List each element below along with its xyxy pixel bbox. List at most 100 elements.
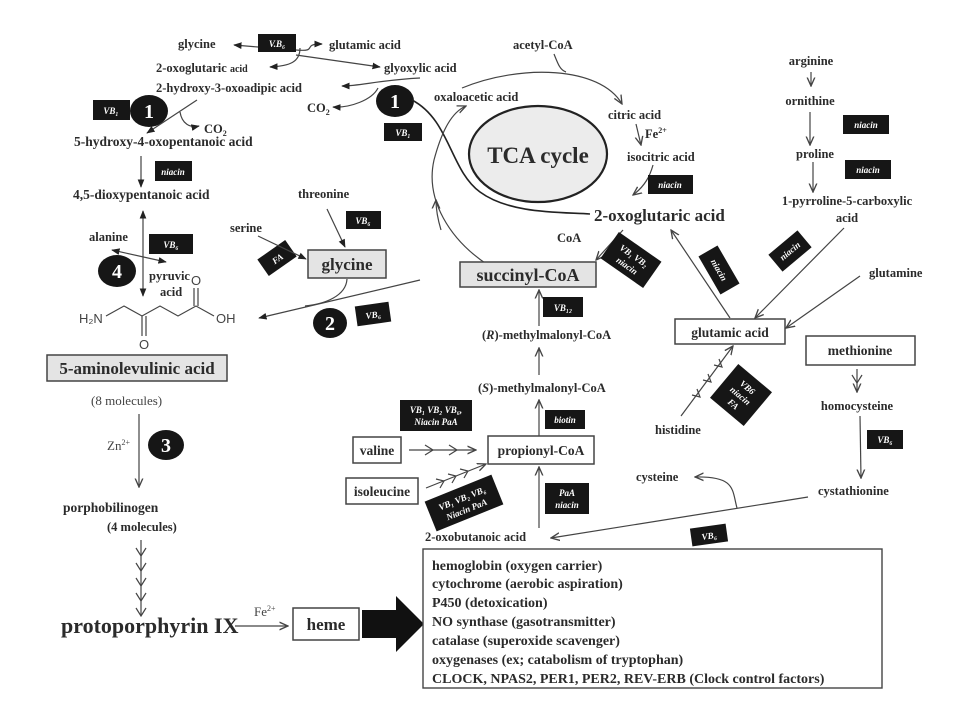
node-propionyl-coa: propionyl-CoA (498, 443, 585, 458)
cofactor-niacin-glu2: niacin (768, 230, 812, 272)
node-4-molecules: (4 molecules) (107, 520, 177, 534)
node-fe-heme: Fe2+ (254, 604, 276, 619)
cofactor-valine-label-2: Niacin PaA (413, 417, 457, 427)
cofactor-niacin-ornithine (843, 115, 889, 134)
arrow-citric-isocitric (636, 123, 641, 145)
cofactor-isoleucine: VB₁ VB₂ VB₆ Niacin PaA (424, 474, 504, 532)
cofactor-vb6-alanine-label: VB₆ (163, 240, 178, 250)
node-protoporphyrin-ix: protoporphyrin IX (61, 613, 239, 638)
node-succinyl-coa: succinyl-CoA (477, 265, 580, 285)
node-porphobilinogen: porphobilinogen (63, 500, 159, 515)
arrow-oxaloacetic-citric (461, 71, 622, 104)
node-homocysteine: homocysteine (821, 399, 894, 413)
cofactor-vb6-glycine: VB₆ (354, 301, 392, 327)
arrow-to-hydroxy-oxopentanoic (146, 99, 198, 134)
box-propionyl-coa (487, 435, 595, 465)
badge-4-label: 4 (112, 261, 122, 283)
cofactor-vb6-cystathionine-label: VB₆ (701, 530, 717, 542)
badge-1-mid-label: 1 (390, 91, 400, 113)
cofactor-fa-serine: FA (257, 240, 297, 276)
node-cysteine: cysteine (636, 470, 679, 484)
node-glycine-top: glycine (178, 37, 216, 51)
cofactor-biotin-label: biotin (554, 415, 576, 425)
ala-structure: H₂N OH O O (79, 273, 236, 352)
arrow-serine-glycine (257, 235, 307, 260)
arrow-homocysteine-cystathionine (860, 415, 861, 478)
cofactor-vb-succinyl: VB₁ VB₂ niacin (600, 231, 662, 289)
cofactor-valine (400, 400, 472, 431)
node-ornithine: ornithine (785, 94, 835, 108)
cofactor-vb1-mid (384, 123, 422, 141)
box-isoleucine (345, 477, 419, 505)
arrow-cystathionine-oxobutanoic (551, 496, 809, 538)
node-pyrroline-carboxylic-acid-1: 1-pyrroline-5-carboxylic (782, 194, 913, 208)
heme-functions-frame (422, 548, 883, 689)
box-valine (352, 436, 402, 464)
badge-2 (313, 308, 347, 338)
arrow-glycine-to-ala (304, 278, 348, 307)
badge-3-label: 3 (161, 435, 171, 457)
box-methionine (805, 335, 916, 366)
badge-1-left (130, 95, 168, 127)
badge-1-mid (376, 85, 414, 117)
node-alanine: alanine (89, 230, 128, 244)
node-citric-acid: citric acid (608, 108, 661, 122)
heme-function-item: cytochrome (aerobic aspiration) (432, 577, 623, 592)
arrow-succinyl-to-ala (258, 279, 421, 320)
node-threonine: threonine (298, 187, 350, 201)
ala-chain-bonds (105, 305, 215, 317)
cofactor-vb1-left-label: VB₁ (103, 106, 118, 116)
box-glycine (307, 249, 387, 279)
valine-multistep-heads (424, 444, 459, 456)
histidine-multistep-heads (691, 358, 723, 398)
amino-acid-feeds: arginine ornithine niacin proline niacin… (551, 54, 923, 547)
cofactor-niacin-proline-label: niacin (856, 165, 880, 175)
cofactor-vb1-left (93, 100, 130, 120)
node-glycine: glycine (322, 255, 373, 274)
cofactor-vb12 (543, 297, 583, 317)
node-acetyl-coa: acetyl-CoA (513, 38, 573, 52)
arrow-alanine-pyruvic (111, 248, 167, 264)
big-arrow-heme-functions (362, 596, 424, 652)
arrow-to-co2-right (332, 87, 379, 111)
cofactor-vb6-top-label: V.B₆ (269, 39, 285, 49)
node-2-oxobutanoic-acid: 2-oxobutanoic acid (425, 530, 526, 544)
node-2-oxoglutaric-top: 2-oxoglutaric acid (156, 61, 248, 75)
node-tca-cycle: TCA cycle (487, 143, 589, 168)
cofactor-vb1-mid-label: VB₁ (395, 128, 410, 138)
node-isocitric-acid: isocitric acid (627, 150, 695, 164)
cofactor-biotin (545, 410, 585, 429)
arrow-to-cysteine (695, 477, 738, 509)
node-zn: Zn2+ (107, 438, 130, 453)
cofactor-niacin-ornithine-label: niacin (854, 120, 878, 130)
node-pyruvic-acid-2: acid (160, 285, 182, 299)
cofactor-vb6-homocysteine-label: VB₆ (877, 435, 892, 445)
node-valine: valine (360, 443, 395, 458)
cofactor-valine-label-1: VB₁ VB₂ VB₆, (410, 405, 462, 415)
node-hydroxy-oxoadipic-acid: 2-hydroxy-3-oxoadipic acid (156, 81, 302, 95)
heme-function-item: catalase (superoxide scavenger) (432, 634, 620, 649)
box-glutamic-acid (674, 318, 786, 345)
arrow-succinyl-to-oxaloacetic (431, 106, 489, 266)
node-8-molecules: (8 molecules) (91, 393, 162, 408)
propionyl-branch: VB₁ VB₂ VB₆, Niacin PaA valine propionyl… (345, 400, 595, 544)
arrow-glutamine-glutamic (786, 275, 861, 328)
node-co2-right: CO2 (307, 101, 330, 117)
methionine-multistep-head (851, 374, 863, 385)
cofactor-vb6-homocysteine (867, 430, 903, 449)
porphyrin-chain: (8 molecules) Zn2+ 3 porphobilinogen (4 … (61, 393, 424, 652)
heme-function-item: CLOCK, NPAS2, PER1, PER2, REV-ERB (Clock… (432, 672, 825, 687)
ala-o-keto: O (139, 337, 149, 352)
arrow-to-glyoxylic (295, 54, 381, 70)
node-s-methylmalonyl-coa: (S)-methylmalonyl-CoA (478, 381, 606, 395)
node-methionine: methionine (828, 343, 893, 358)
cofactor-niacin-left-label: niacin (161, 167, 185, 177)
arrow-to-glutamic-top (295, 40, 323, 51)
node-glutamic-acid-top: glutamic acid (329, 38, 401, 52)
node-pyrroline-carboxylic-acid-2: acid (836, 211, 858, 225)
isoleucine-multistep-heads (435, 468, 469, 489)
cofactor-niacin-isocitric-label: niacin (658, 180, 682, 190)
heme-function-item: P450 (detoxication) (432, 596, 548, 611)
node-glyoxylic-acid: glyoxylic acid (384, 61, 457, 75)
node-fe-tca: Fe2+ (645, 126, 667, 141)
